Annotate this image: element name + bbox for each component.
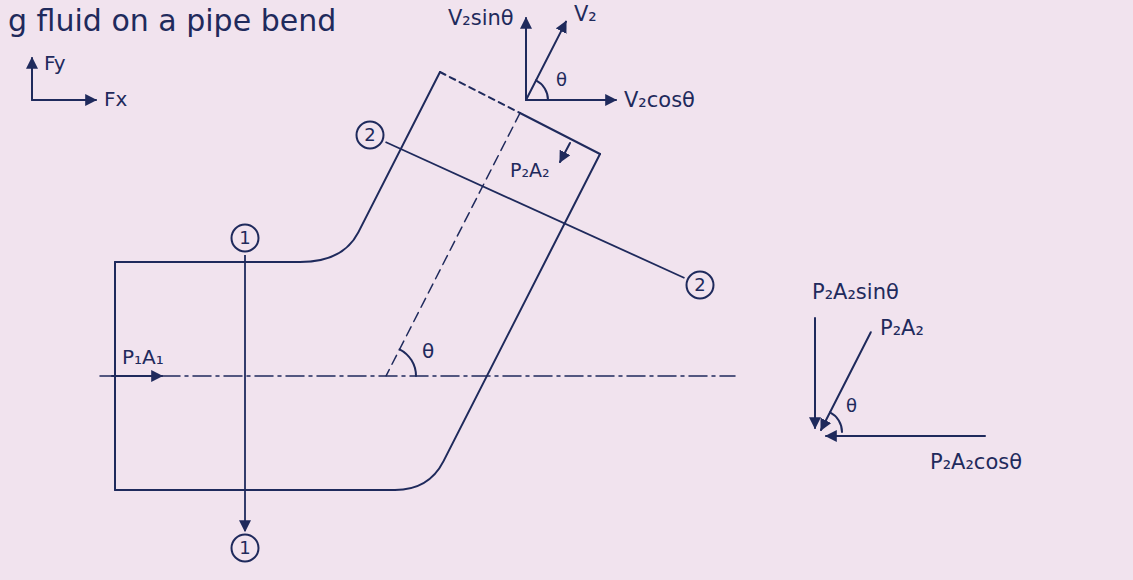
force-label: P₂A₂cosθ [930, 450, 1022, 474]
section-number: 1 [239, 228, 250, 248]
angle-arc [830, 412, 842, 432]
section-line [385, 142, 684, 278]
force-arrow [560, 143, 570, 162]
angle-label: θ [422, 340, 434, 363]
force-arrow [821, 332, 871, 430]
force-label: P₂A₂ [880, 316, 924, 340]
section-circle-outline [232, 535, 259, 562]
velocity-label: V₂cosθ [624, 88, 695, 112]
section-number: 2 [694, 275, 705, 295]
pipe-wall [115, 154, 600, 490]
force-label: P₁A₁ [122, 346, 164, 369]
velocity-arrow [525, 18, 527, 100]
angle-arc [536, 80, 548, 100]
pipe-wall [115, 72, 440, 262]
section-marker: 1 [230, 533, 260, 563]
section-number: 2 [364, 125, 375, 145]
velocity-label: V₂ [574, 2, 597, 26]
velocity-arrow [526, 99, 616, 101]
section-marker: 2 [685, 270, 715, 300]
force-label: P₂A₂sinθ [812, 280, 899, 304]
force-arrow [826, 435, 985, 437]
section-circle-outline [232, 225, 259, 252]
fy-axis [31, 58, 33, 100]
velocity-label: V₂sinθ [448, 6, 514, 30]
angle-label: θ [846, 396, 857, 417]
heading: g fluid on a pipe bend [8, 4, 336, 39]
section-marker: 1 [230, 223, 260, 253]
angle-label: θ [556, 70, 567, 91]
axis-label: Fy [44, 52, 66, 75]
force-arrow [814, 318, 816, 428]
section-number: 1 [239, 538, 250, 558]
section-line [244, 255, 246, 531]
section-circle-outline [357, 122, 384, 149]
angle-arc [400, 349, 416, 376]
force-arrow [112, 375, 162, 377]
pipe-outlet-end [520, 113, 600, 154]
axis-label: Fx [104, 88, 127, 111]
fx-axis [32, 99, 96, 101]
section-circle-outline [687, 272, 714, 299]
section-marker: 2 [355, 120, 385, 150]
force-label: P₂A₂ [510, 160, 550, 182]
pipe-outlet-end [440, 72, 520, 113]
centre-line [100, 375, 735, 377]
